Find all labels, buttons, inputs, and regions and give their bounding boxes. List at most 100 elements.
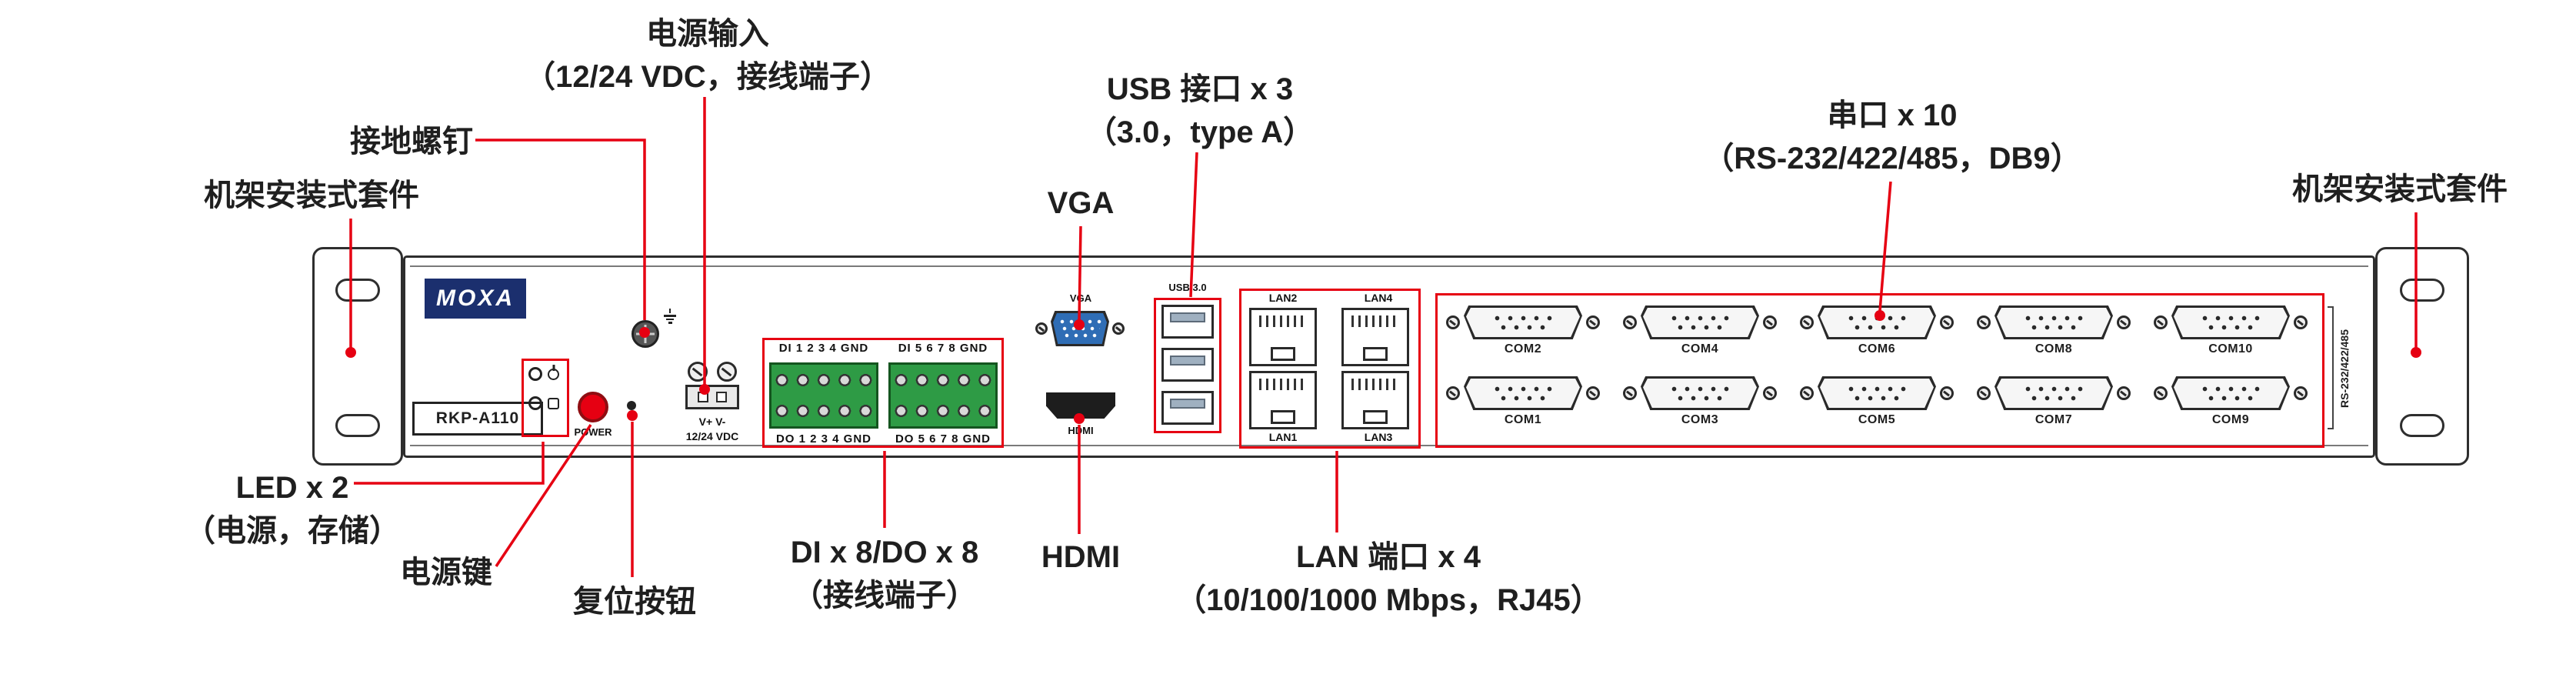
com-port-label: COM9 — [2211, 413, 2250, 426]
rack-ear-right — [2375, 247, 2469, 466]
annotation-ground-screw: 接地螺钉 — [350, 125, 473, 159]
moxa-logo: MOXA — [425, 279, 526, 319]
power-button-print: POWER — [574, 426, 612, 438]
mount-hole — [2400, 279, 2444, 302]
terminal-block-left — [769, 362, 878, 429]
db9-shell — [1994, 376, 2113, 410]
vga-pin-row — [1060, 326, 1100, 331]
dido-highlight-box — [762, 338, 1004, 448]
screw-icon — [717, 362, 737, 382]
annotation-power-input: 电源输入 （12/24 VDC，接线端子） — [492, 12, 923, 98]
db9-connector — [1977, 376, 2131, 411]
screw-icon — [2294, 386, 2308, 400]
com-port: COM2 — [1446, 305, 1600, 356]
rj45-port-lan3 — [1341, 371, 1409, 429]
annotation-line: 串口 x 10 — [1827, 98, 1958, 132]
annotation-dido: DI x 8/DO x 8 （接线端子） — [723, 531, 1046, 617]
led-highlight-box — [522, 359, 569, 437]
power-terminal-screws — [688, 362, 737, 382]
model-label: RKP-A110 — [412, 402, 543, 436]
rack-ear-left — [312, 247, 403, 466]
screw-icon — [1800, 386, 1814, 400]
annotation-vga: VGA — [1047, 186, 1115, 220]
annotation-line: （3.0，type A） — [1085, 115, 1315, 149]
com-port-label: COM7 — [2034, 413, 2073, 426]
com-port-label: COM3 — [1681, 413, 1719, 426]
com-port-label: COM2 — [1504, 342, 1542, 356]
hdmi-connector — [1046, 392, 1115, 419]
com-port-label: COM5 — [1858, 413, 1896, 426]
storage-led-lamp — [528, 396, 542, 410]
rs232-bracket — [2328, 306, 2334, 429]
db9-connector — [1977, 305, 2131, 340]
vga-dsub — [1051, 311, 1109, 346]
annotation-serial: 串口 x 10 （RS-232/422/485，DB9） — [1669, 94, 2115, 180]
screw-icon — [2117, 386, 2131, 400]
vga-pin-row — [1058, 319, 1102, 324]
db9-shell — [2171, 376, 2290, 410]
front-panel: MOXA RKP-A110 POWER V+ — [403, 255, 2375, 458]
power-terminal-body — [685, 385, 739, 409]
annotation-line: （10/100/1000 Mbps，RJ45） — [1175, 583, 1601, 617]
usb-port-2 — [1161, 348, 1214, 382]
usb-highlight-box — [1154, 298, 1221, 433]
annotation-hdmi: HDMI — [1041, 540, 1121, 574]
lan2-print: LAN2 — [1268, 292, 1298, 304]
db9-connector — [1800, 376, 1954, 411]
screw-icon — [1940, 315, 1954, 329]
db9-connector — [1623, 376, 1777, 411]
terminal-block-right — [888, 362, 998, 429]
screw-icon — [1623, 315, 1637, 329]
com-port: COM1 — [1446, 376, 1600, 427]
annotation-line: USB 接口 x 3 — [1106, 72, 1294, 106]
db9-shell — [2171, 305, 2290, 339]
power-button — [578, 392, 608, 422]
usb-print: USB 3.0 — [1168, 282, 1207, 293]
db9-connector — [2154, 305, 2308, 340]
annotation-power-button: 电源键 — [400, 556, 492, 589]
power-led-lamp — [528, 367, 542, 381]
screw-icon — [1586, 315, 1600, 329]
com-port: COM8 — [1977, 305, 2131, 356]
annotation-usb: USB 接口 x 3 （3.0，type A） — [1054, 68, 1346, 154]
screw-icon — [1763, 386, 1777, 400]
com-port-label: COM8 — [2034, 342, 2073, 356]
annotation-line: LAN 端口 x 4 — [1295, 540, 1481, 574]
com-port: COM4 — [1623, 305, 1777, 356]
com-port-label: COM1 — [1504, 413, 1542, 426]
db9-shell — [1464, 305, 1582, 339]
annotation-led: LED x 2 （电源，存储） — [131, 466, 454, 552]
lan3-print: LAN3 — [1364, 431, 1393, 443]
com-port: COM9 — [2154, 376, 2308, 427]
power-led — [528, 367, 559, 381]
screw-icon — [2117, 315, 2131, 329]
screw-icon — [1977, 386, 1991, 400]
screw-icon — [688, 362, 708, 382]
annotation-rack-kit-right: 机架安装式套件 — [2292, 172, 2508, 206]
vga-face — [1053, 313, 1107, 344]
com-port: COM3 — [1623, 376, 1777, 427]
annotation-line: DI x 8/DO x 8 — [790, 536, 979, 569]
storage-led-icon — [548, 397, 559, 409]
screw-icon — [1446, 315, 1460, 329]
mount-hole — [2400, 414, 2444, 437]
annotation-line: （12/24 VDC，接线端子） — [525, 60, 891, 94]
vga-print: VGA — [1069, 292, 1092, 304]
db9-shell — [1818, 376, 1936, 410]
screw-icon — [1763, 315, 1777, 329]
do-print-right: DO 5 6 7 8 GND — [895, 432, 991, 446]
com-port: COM5 — [1800, 376, 1954, 427]
rj45-port-lan4 — [1341, 308, 1409, 366]
com-port-label: COM6 — [1858, 342, 1896, 356]
di-print-left: DI 1 2 3 4 GND — [778, 342, 869, 355]
screw-icon — [1623, 386, 1637, 400]
screw-icon — [2154, 386, 2168, 400]
lan-highlight-box — [1239, 289, 1421, 449]
vga-pin-row — [1062, 333, 1098, 338]
annotation-rack-kit-left: 机架安装式套件 — [204, 179, 419, 212]
rj45-port-lan2 — [1249, 308, 1317, 366]
com-port-label: COM4 — [1681, 342, 1719, 356]
usb-port-3 — [1161, 391, 1214, 425]
screw-icon — [1940, 386, 1954, 400]
